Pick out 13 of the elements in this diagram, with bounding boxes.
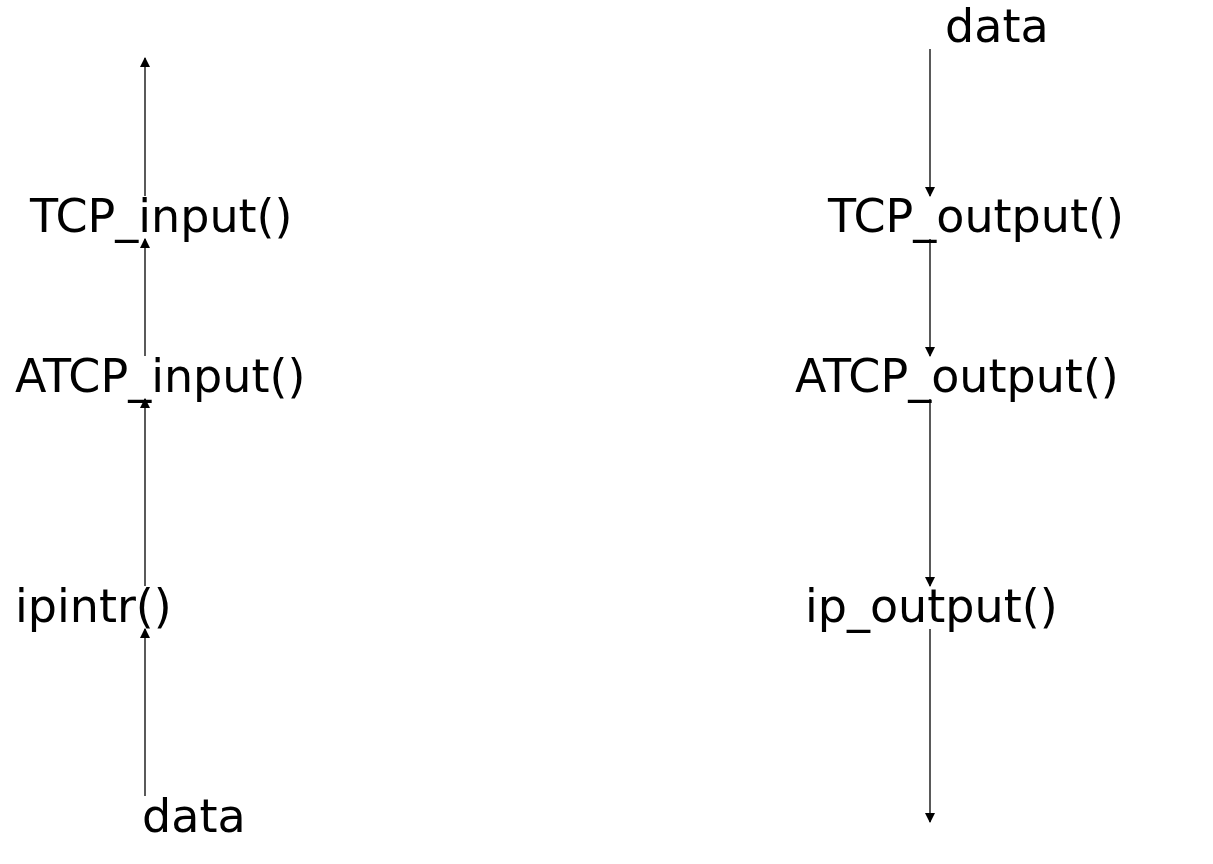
arrow [140,627,150,797]
function-label: data [945,0,1049,53]
arrow [925,48,935,197]
function-label: ip_output() [805,580,1058,633]
arrow [140,237,150,357]
function-label: ATCP_input() [15,350,306,403]
function-label: TCP_input() [30,190,293,243]
function-label: data [142,790,246,843]
arrow [925,628,935,823]
function-label: ipintr() [15,580,172,633]
function-label: TCP_output() [828,190,1124,243]
function-label: ATCP_output() [795,350,1119,403]
arrow [140,57,150,197]
